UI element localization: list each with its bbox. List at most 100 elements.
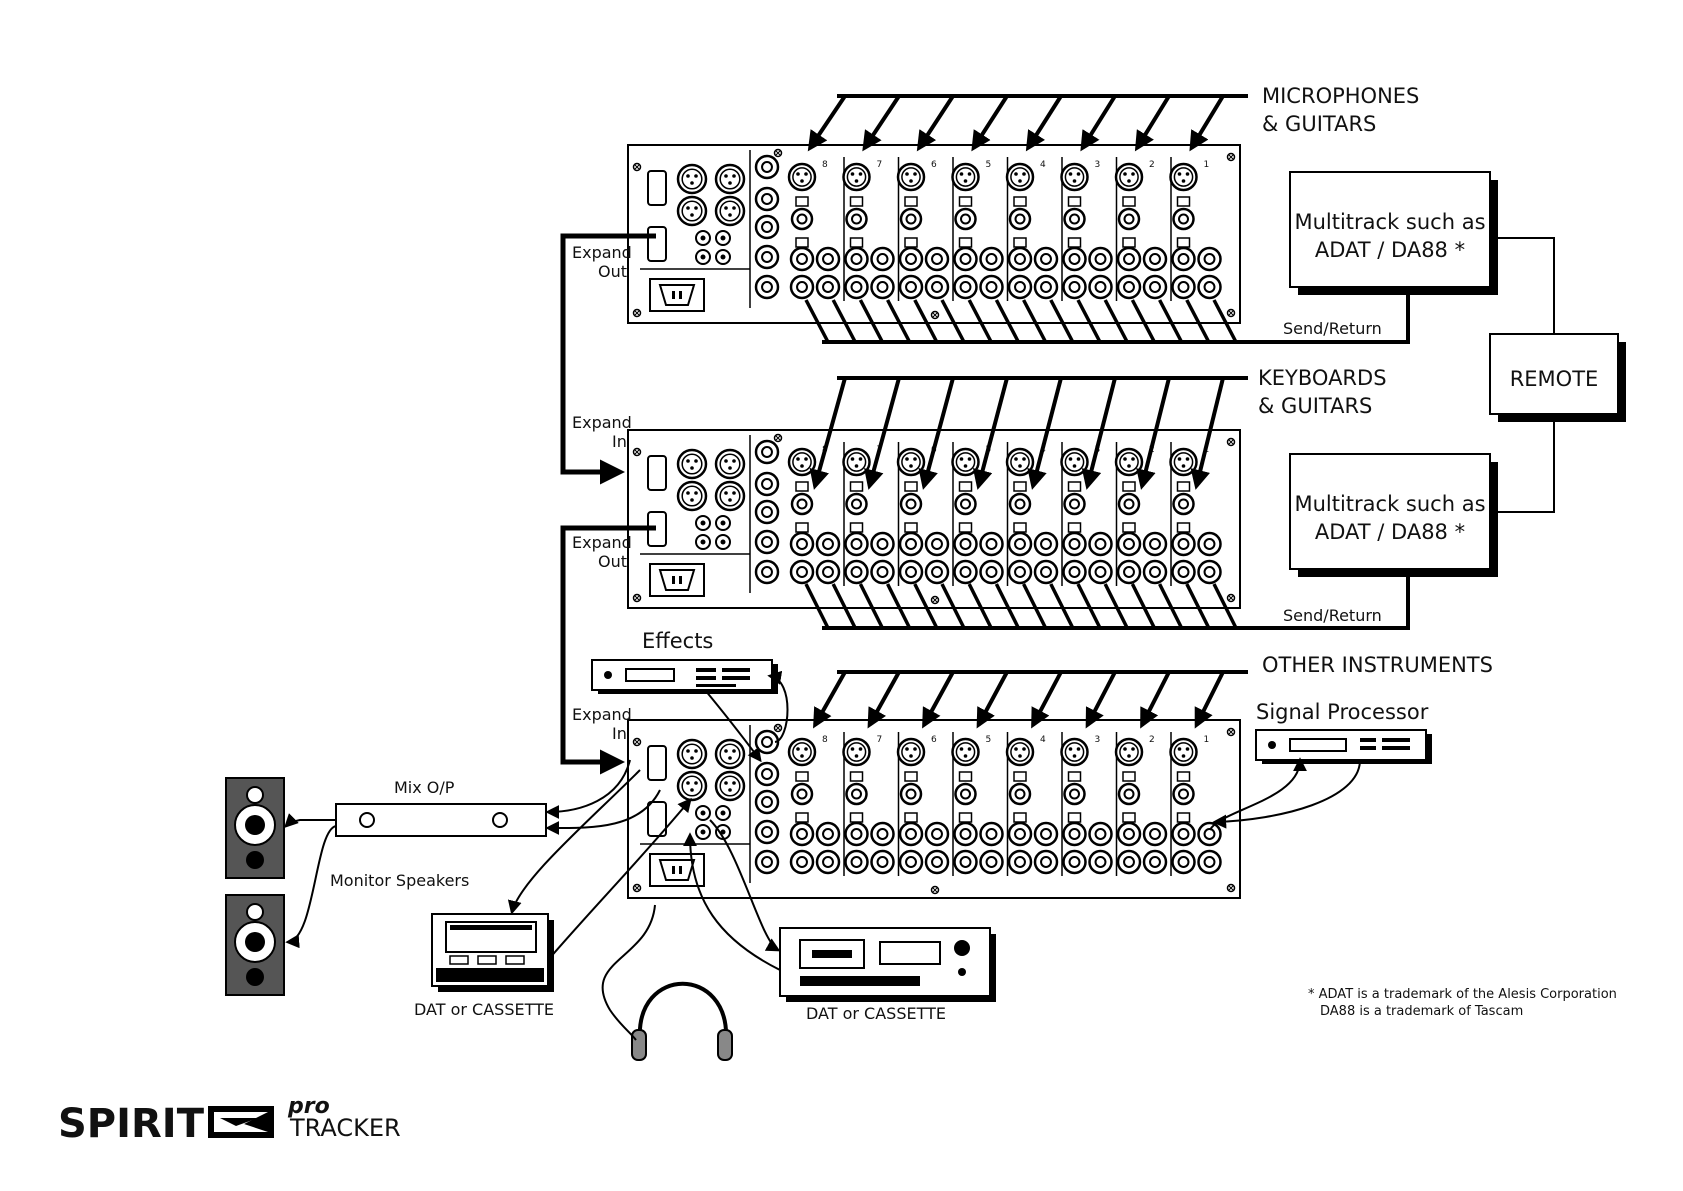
loom-cable <box>913 583 939 629</box>
input-arrow <box>1190 377 1225 490</box>
channel-switch <box>958 771 973 782</box>
channel-switch <box>1176 481 1191 492</box>
dsub-connector <box>647 745 667 781</box>
effects-unit <box>591 659 778 694</box>
spirit-pro-tracker-logo: SPIRIT pro TRACKER <box>58 1094 401 1147</box>
channel-switch <box>904 522 918 533</box>
loom-cable <box>858 299 884 343</box>
input-arrow <box>1085 671 1117 729</box>
headphone-cable <box>601 904 656 1041</box>
channel-switch <box>958 522 973 533</box>
input-arrow <box>1140 671 1171 729</box>
channel-switch <box>795 196 809 207</box>
multitrack-2-label: Multitrack such as <box>1294 492 1485 516</box>
channel-number: 7 <box>877 160 883 170</box>
channel-switch <box>1013 237 1027 248</box>
headphones-icon <box>631 981 733 1061</box>
expand-out-1: Expand <box>572 243 632 262</box>
input-arrow <box>1134 94 1171 152</box>
loom-cable <box>1158 299 1184 343</box>
loom-cable <box>1076 583 1102 629</box>
multitrack-2-model: ADAT / DA88 * <box>1315 520 1465 544</box>
channel-switch <box>795 812 809 823</box>
channel-switch <box>1013 522 1027 533</box>
channel-switch <box>904 771 918 782</box>
loom-cable <box>994 583 1020 629</box>
input-arrow <box>918 377 955 490</box>
expand-bus-2-3 <box>560 525 656 775</box>
input-arrow <box>1081 377 1117 490</box>
channel-switch <box>849 522 864 533</box>
channel-switch <box>1122 237 1136 248</box>
channel-switch <box>1176 196 1191 207</box>
channel-number: 8 <box>822 735 828 745</box>
dat1-record-cable <box>507 769 641 915</box>
expand-in-3: Expand <box>572 705 632 724</box>
channel-switch <box>1013 812 1027 823</box>
channel-switch <box>849 196 864 207</box>
loom-cable <box>831 583 857 629</box>
channel-switch <box>1122 771 1136 782</box>
channel-switch <box>1176 812 1191 823</box>
logo-brand: SPIRIT <box>58 1101 205 1147</box>
loom-cable <box>886 583 912 629</box>
channel-switch <box>849 812 864 823</box>
expand-in-2-sub: In <box>612 432 627 451</box>
loom-cable <box>1158 583 1184 629</box>
signal-processor-label: Signal Processor <box>1256 700 1429 724</box>
channel-number: 4 <box>1040 735 1046 745</box>
dat1-play-cable <box>547 797 692 961</box>
loom-cable <box>1212 299 1238 343</box>
dat2-play-cable <box>683 832 781 971</box>
channel-number: 1 <box>1204 735 1210 745</box>
channel-switch <box>958 237 973 248</box>
channel-switch <box>1122 812 1136 823</box>
channel-number: 6 <box>931 160 937 170</box>
channel-number: 6 <box>931 735 937 745</box>
label-microphones: MICROPHONES <box>1262 84 1419 108</box>
input-arrow <box>1189 94 1225 152</box>
input-arrow <box>1080 94 1117 152</box>
logo-flag-icon <box>208 1106 274 1138</box>
channel-switch <box>1013 481 1027 492</box>
input-arrow <box>1194 671 1225 729</box>
input-arrow <box>922 671 955 729</box>
channel-number: 5 <box>986 160 992 170</box>
loom-cable <box>886 299 912 343</box>
channel-switch <box>849 237 864 248</box>
channel-number: 1 <box>1204 160 1210 170</box>
dsub-connector <box>647 226 667 262</box>
input-arrow <box>916 94 955 152</box>
multitrack-1-label: Multitrack such as <box>1294 210 1485 234</box>
channel-switch <box>904 812 918 823</box>
effects-label: Effects <box>642 629 713 653</box>
send-return-loom-2 <box>804 583 1238 629</box>
channel-switch <box>1176 771 1191 782</box>
loom-cable <box>831 299 857 343</box>
send-return-run-2 <box>822 569 1410 630</box>
channel-number: 3 <box>1095 735 1101 745</box>
footnote-adat: * ADAT is a trademark of the Alesis Corp… <box>1308 987 1617 1002</box>
remote-unit: REMOTE <box>1489 333 1626 422</box>
input-arrow <box>864 377 901 490</box>
channel-switch <box>1122 522 1136 533</box>
logo-model-tracker: TRACKER <box>289 1114 401 1142</box>
loom-cable <box>1022 583 1048 629</box>
channel-switch <box>958 481 973 492</box>
multitrack-recorder-1: Multitrack such as ADAT / DA88 * <box>1289 171 1498 295</box>
send-return-label-2: Send/Return <box>1283 606 1382 625</box>
channel-number: 5 <box>986 735 992 745</box>
effects-return-cable <box>704 689 762 763</box>
dsub-connector <box>647 801 667 837</box>
loom-cable <box>804 299 830 343</box>
channel-number: 2 <box>1149 735 1155 745</box>
label-keyboards-guitars: & GUITARS <box>1258 394 1372 418</box>
dat-cassette-recorder-2 <box>779 927 996 1002</box>
loom-cable <box>1185 299 1211 343</box>
expand-in-3-sub: In <box>612 724 627 743</box>
label-keyboards: KEYBOARDS <box>1258 366 1387 390</box>
input-arrow <box>862 94 901 152</box>
mix-out-left <box>545 759 631 819</box>
expand-in-2: Expand <box>572 413 632 432</box>
channel-switch <box>795 522 809 533</box>
